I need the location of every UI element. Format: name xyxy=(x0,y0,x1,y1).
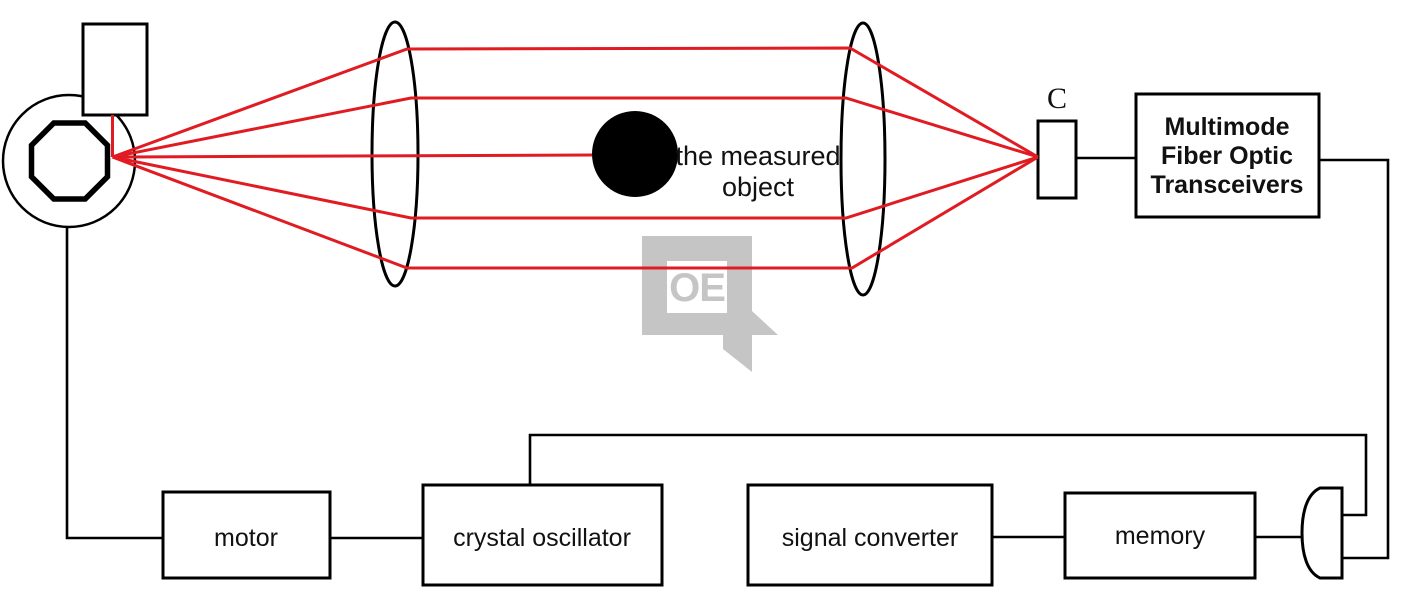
watermark-corner-spur xyxy=(752,311,778,335)
measured-object-label-line2: object xyxy=(722,172,795,202)
ray-bottom-inner xyxy=(112,155,1039,220)
focusing-lens xyxy=(839,21,887,297)
ray-top-inner xyxy=(112,96,1039,159)
measured-object-circle xyxy=(592,111,678,197)
wire-oscillator-to-mixer xyxy=(528,433,1368,517)
crystal-oscillator-box xyxy=(421,483,664,587)
ray-center-blocked xyxy=(112,153,593,159)
collector-box xyxy=(1036,119,1078,200)
ray-bottom-outer xyxy=(111,155,1039,270)
signal-converter-group: signal converter xyxy=(746,483,994,587)
transceiver-box xyxy=(1134,92,1321,219)
collector-group: C xyxy=(1036,82,1078,200)
signal-converter-label: signal converter xyxy=(782,524,958,552)
measured-object-group: the measured object xyxy=(592,111,841,202)
laser-source-box xyxy=(81,22,149,117)
transceiver-label-line2: Fiber Optic xyxy=(1161,142,1293,170)
wires xyxy=(65,156,1390,560)
collimating-lens xyxy=(370,20,420,288)
signal-converter-box xyxy=(746,483,994,587)
watermark-logo: OE xyxy=(642,236,778,372)
watermark-text: OE xyxy=(669,266,725,310)
memory-label: memory xyxy=(1115,522,1206,550)
rotating-mirror-assembly xyxy=(1,22,149,229)
memory-group: memory xyxy=(1063,491,1257,580)
watermark-tail xyxy=(723,335,752,372)
collector-label: C xyxy=(1047,82,1067,115)
crystal-oscillator-group: crystal oscillator xyxy=(421,483,664,587)
octagon-mirror xyxy=(28,120,111,202)
transceiver-label-line1: Multimode xyxy=(1165,113,1290,141)
crystal-oscillator-label: crystal oscillator xyxy=(453,524,631,552)
laser-rays xyxy=(111,46,1039,270)
mixer-d-shape xyxy=(1300,486,1344,580)
ray-top-outer xyxy=(111,46,1039,159)
transceiver-label-line3: Transceivers xyxy=(1151,171,1304,199)
motor-group: motor xyxy=(161,490,332,580)
watermark-inner-window xyxy=(667,261,727,313)
motor-label: motor xyxy=(214,524,278,552)
motor-box xyxy=(161,490,332,580)
wire-transceiver-to-mixer xyxy=(1319,158,1390,560)
wire-mirror-to-motor xyxy=(65,227,163,540)
measured-object-label-line1: the measured xyxy=(675,141,840,171)
memory-box xyxy=(1063,491,1257,580)
transceiver-group: Multimode Fiber Optic Transceivers xyxy=(1134,92,1321,219)
